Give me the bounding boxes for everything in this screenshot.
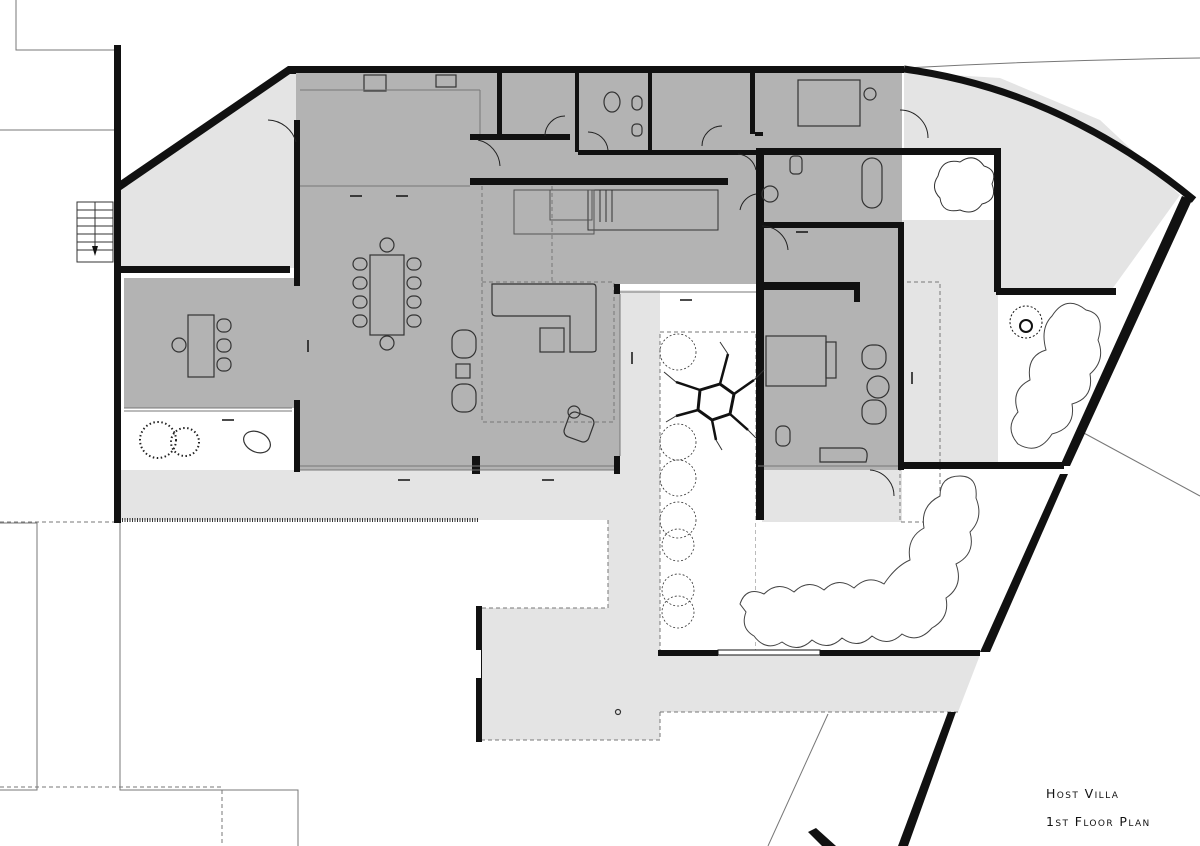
office-planter <box>124 410 292 468</box>
bedroom-entry <box>762 470 902 522</box>
bathroom <box>762 152 902 222</box>
courtyard-column-trees <box>659 333 697 629</box>
coffee-table <box>539 327 565 353</box>
drawing-name: 1st Floor Plan <box>1046 814 1151 829</box>
guest-room <box>760 72 902 150</box>
sofa <box>491 283 597 353</box>
kitchen-dining-living <box>296 72 760 470</box>
vegetation <box>139 157 1102 648</box>
project-name: Host Villa <box>1046 786 1120 801</box>
furniture <box>171 74 890 716</box>
south-east-garden-hedge <box>739 475 980 648</box>
glazing <box>124 185 898 678</box>
office-shrubs <box>139 421 200 459</box>
interior-stair <box>513 189 719 235</box>
doors <box>267 109 929 497</box>
planter-stone <box>243 430 271 454</box>
sliding-arrows <box>117 195 913 502</box>
north-west-terrace <box>120 70 296 268</box>
bathtub <box>861 157 883 209</box>
title-block: Host Villa 1st Floor Plan <box>1046 780 1151 836</box>
dining-table <box>369 254 405 336</box>
kitchen-sink <box>363 74 387 92</box>
terraces <box>120 70 1180 740</box>
bathroom-planter-shrub <box>934 157 995 213</box>
south-terrace <box>120 290 980 740</box>
north-east-terrace <box>904 72 1180 292</box>
interior-floors <box>124 72 902 522</box>
east-garden-tree <box>1009 305 1043 339</box>
exterior-stair <box>76 201 114 263</box>
corridor <box>478 134 760 186</box>
cooktop <box>435 74 457 88</box>
bedroom <box>762 222 902 470</box>
walls <box>114 45 1197 846</box>
office-desk <box>187 314 215 378</box>
courtyard-tree <box>663 341 765 451</box>
office-room <box>124 278 296 408</box>
east-terrace-strip <box>902 220 998 466</box>
east-garden-hedge <box>1010 302 1102 449</box>
storage-room <box>500 72 575 134</box>
